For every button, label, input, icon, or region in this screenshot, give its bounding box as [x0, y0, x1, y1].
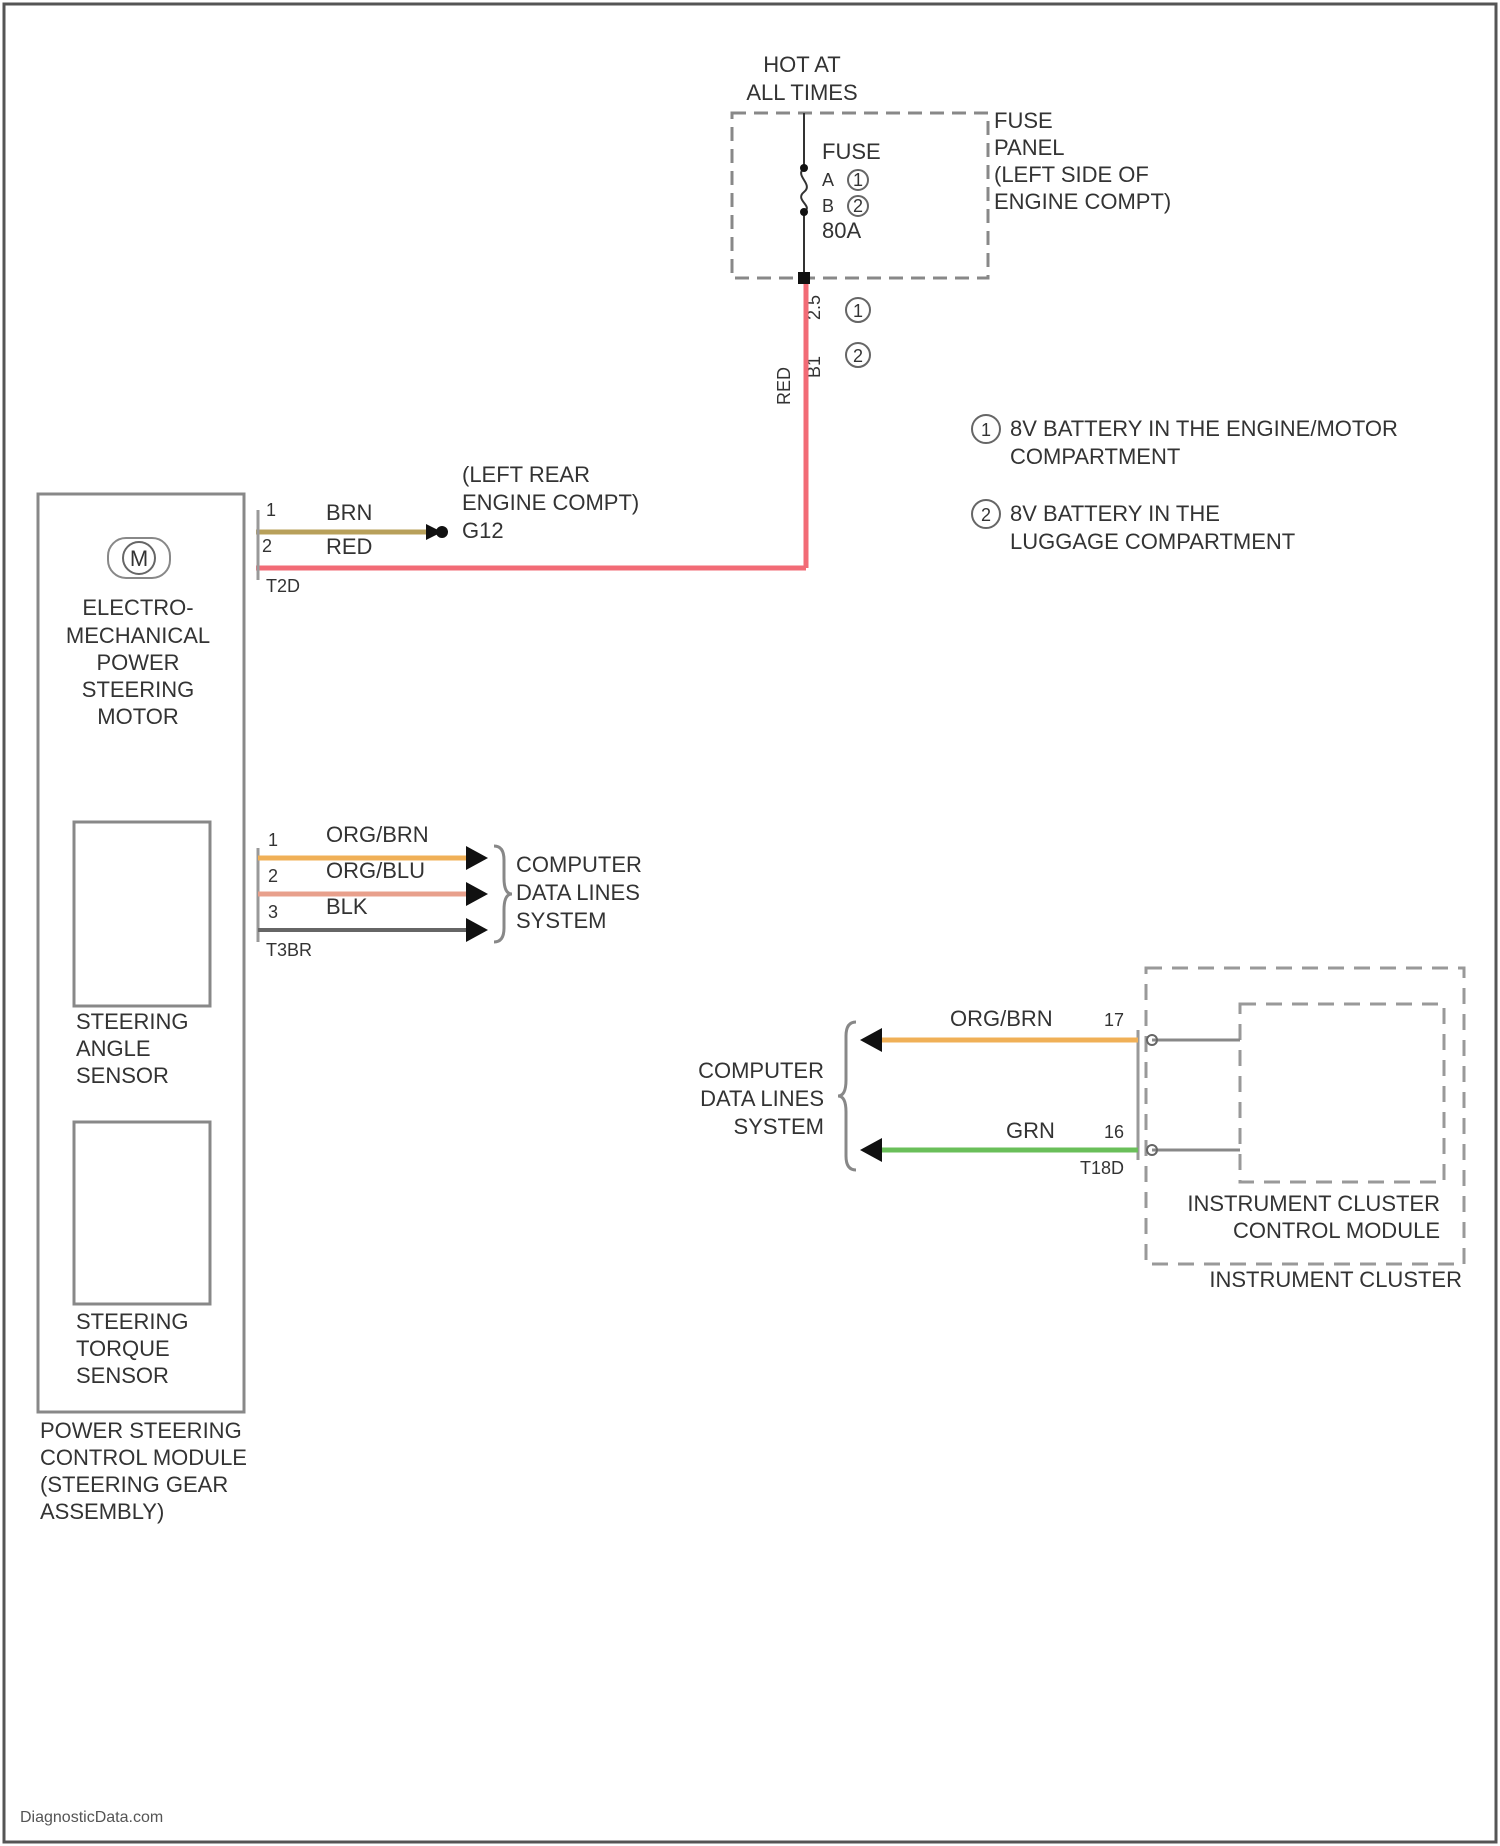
fuse-amps-label: 80A [822, 218, 861, 243]
torque-sensor-label-3: SENSOR [76, 1363, 169, 1388]
cdl-left-label-2: DATA LINES [516, 880, 640, 905]
cluster-control-module-box [1240, 1004, 1444, 1182]
fuse-panel-output-terminal [798, 272, 810, 284]
cdl-right-label-1: COMPUTER [698, 1058, 824, 1083]
cdl-right-label-3: SYSTEM [734, 1114, 824, 1139]
data-pin-1: 1 [268, 830, 278, 850]
fuse-panel: HOT AT ALL TIMES FUSE PANEL (LEFT SIDE O… [732, 52, 1171, 284]
left-data-wires: 1 ORG/BRN 2 ORG/BLU 3 BLK T3BR COMPUTER … [258, 822, 642, 960]
page-border [4, 4, 1496, 1842]
data-connector-id: T3BR [266, 940, 312, 960]
torque-sensor-label-1: STEERING [76, 1309, 188, 1334]
ground-location-2: ENGINE COMPT) [462, 490, 639, 515]
power-pin-1: 1 [266, 500, 276, 520]
module-label-4: ASSEMBLY) [40, 1499, 164, 1524]
steering-angle-sensor-box [74, 822, 210, 1006]
cluster-connector-id: T18D [1080, 1158, 1124, 1178]
red-wire-code-label: RED [774, 367, 794, 405]
cdl-left-brace [494, 846, 512, 942]
fuse-panel-label-1: FUSE [994, 108, 1053, 133]
cluster-grn-arrow-icon [860, 1138, 882, 1162]
cdl-right-brace [838, 1022, 856, 1170]
power-steering-module: M ELECTRO- MECHANICAL POWER STEERING MOT… [38, 494, 247, 1524]
module-label-1: POWER STEERING [40, 1418, 242, 1443]
ground-terminal-dot [436, 526, 448, 538]
fuse-a-label: A [822, 170, 834, 190]
cluster-org-brn-arrow-icon [860, 1028, 882, 1052]
module-label-3: (STEERING GEAR [40, 1472, 228, 1497]
org-blu-arrow-icon [466, 882, 488, 906]
data-wire-1-color: ORG/BRN [326, 822, 429, 847]
data-wire-3-color: BLK [326, 894, 368, 919]
fuse-b-label: B [822, 196, 834, 216]
org-brn-arrow-icon [466, 846, 488, 870]
motor-label-4: STEERING [82, 677, 194, 702]
torque-sensor-label-2: TORQUE [76, 1336, 170, 1361]
data-pin-2: 2 [268, 866, 278, 886]
motor-label-1: ELECTRO- [82, 595, 193, 620]
note-2-text-2: LUGGAGE COMPARTMENT [1010, 529, 1295, 554]
cluster-outer-label: INSTRUMENT CLUSTER [1209, 1267, 1462, 1292]
angle-sensor-label-3: SENSOR [76, 1063, 169, 1088]
all-times-label: ALL TIMES [746, 80, 857, 105]
note-1-number: 1 [981, 420, 991, 440]
fuse-label: FUSE [822, 139, 881, 164]
cdl-left-label-3: SYSTEM [516, 908, 606, 933]
ground-id: G12 [462, 518, 504, 543]
power-connector-id: T2D [266, 576, 300, 596]
fuse-terminal-b [800, 208, 808, 216]
cdl-left-label-1: COMPUTER [516, 852, 642, 877]
ground-location-1: (LEFT REAR [462, 462, 590, 487]
power-wire-2-color: RED [326, 534, 372, 559]
data-wire-2-color: ORG/BLU [326, 858, 425, 883]
data-pin-3: 3 [268, 902, 278, 922]
fuse-panel-label-4: ENGINE COMPT) [994, 189, 1171, 214]
note-2-text-1: 8V BATTERY IN THE [1010, 501, 1220, 526]
watermark: DiagnosticData.com [20, 1809, 163, 1826]
angle-sensor-label-1: STEERING [76, 1009, 188, 1034]
power-wire-1-color: BRN [326, 500, 372, 525]
notes: 1 8V BATTERY IN THE ENGINE/MOTOR COMPART… [972, 415, 1398, 554]
power-pin-2: 2 [262, 536, 272, 556]
power-wires: 1 BRN 2 RED T2D (LEFT REAR ENGINE COMPT)… [256, 284, 806, 596]
cluster-module-label-2: CONTROL MODULE [1233, 1218, 1440, 1243]
note-1-text-1: 8V BATTERY IN THE ENGINE/MOTOR [1010, 416, 1398, 441]
fuse-panel-label-3: (LEFT SIDE OF [994, 162, 1149, 187]
note-1-text-2: COMPARTMENT [1010, 444, 1180, 469]
blk-arrow-icon [466, 918, 488, 942]
fuse-b-note-ref: 2 [853, 196, 863, 216]
hot-at-label: HOT AT [763, 52, 840, 77]
fuse-terminal-a [800, 164, 808, 172]
cluster-wire-2-color: GRN [1006, 1118, 1055, 1143]
motor-label-2: MECHANICAL [66, 623, 210, 648]
fuse-panel-label-2: PANEL [994, 135, 1065, 160]
instrument-cluster: INSTRUMENT CLUSTER CONTROL MODULE INSTRU… [698, 968, 1464, 1292]
note-2-number: 2 [981, 505, 991, 525]
cluster-wire-2-pin: 16 [1104, 1122, 1124, 1142]
angle-sensor-label-2: ANGLE [76, 1036, 151, 1061]
motor-label-5: MOTOR [97, 704, 178, 729]
steering-torque-sensor-box [74, 1122, 210, 1304]
fuse-symbol [801, 168, 807, 212]
cluster-wire-1-pin: 17 [1104, 1010, 1124, 1030]
fuse-a-note-ref: 1 [853, 170, 863, 190]
cluster-wire-1-color: ORG/BRN [950, 1006, 1053, 1031]
fuse-output-note-ref-2: 2 [853, 346, 863, 366]
cluster-module-label-1: INSTRUMENT CLUSTER [1187, 1191, 1440, 1216]
motor-label-3: POWER [96, 650, 179, 675]
module-label-2: CONTROL MODULE [40, 1445, 247, 1470]
fuse-output-note-ref-1: 1 [853, 301, 863, 321]
motor-symbol-label: M [130, 546, 148, 571]
cdl-right-label-2: DATA LINES [700, 1086, 824, 1111]
